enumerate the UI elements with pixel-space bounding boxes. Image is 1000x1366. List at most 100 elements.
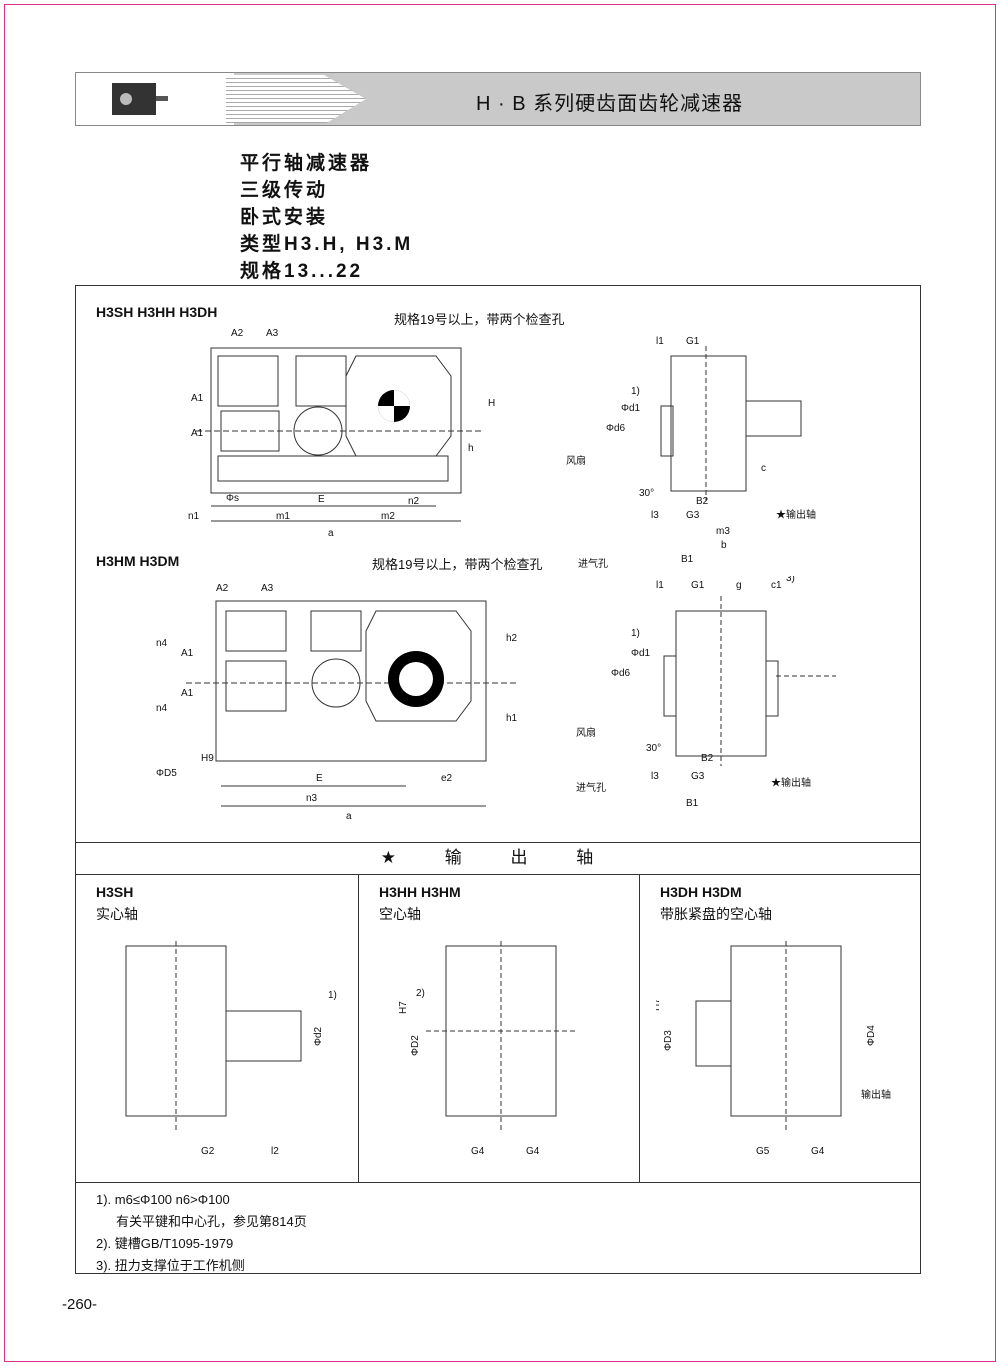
divider xyxy=(76,842,920,843)
dim-G3: G3 xyxy=(691,771,705,782)
dim-h1: h1 xyxy=(506,713,518,724)
dim-m2: m2 xyxy=(381,511,395,522)
footnote-ref: 2) xyxy=(416,988,425,999)
footnote: 1). m6≤Φ100 n6>Φ100 xyxy=(96,1192,230,1207)
spec-item: 平行轴减速器 xyxy=(240,153,373,174)
footnote-ref: 1) xyxy=(631,628,640,639)
dim-A3: A3 xyxy=(266,328,279,339)
footnote: 3). 扭力支撑位于工作机侧 xyxy=(96,1258,245,1273)
dim-G1: G1 xyxy=(691,580,705,591)
dim-m3: m3 xyxy=(716,526,730,537)
col2-sub: 空心轴 xyxy=(379,906,421,922)
dim-a: a xyxy=(328,528,334,539)
dim-E: E xyxy=(316,773,323,784)
dim-l2: l2 xyxy=(271,1146,279,1157)
footnote-ref: 3) xyxy=(786,576,795,584)
col2-label: H3HH H3HM xyxy=(379,884,461,900)
dim-n4: n4 xyxy=(156,638,168,649)
dim-n1: n1 xyxy=(188,511,200,522)
dim-tol-H9: H9 xyxy=(201,753,214,764)
dim-B1: B1 xyxy=(686,798,699,809)
divider xyxy=(76,874,920,875)
dim-b: b xyxy=(721,540,727,551)
dim-e2: e2 xyxy=(441,773,453,784)
output-shaft-label: ★输出轴 xyxy=(776,508,816,521)
solid-shaft-drawing: Φd2 1) G2 l2 xyxy=(125,941,337,1157)
dim-phi-d2: Φd2 xyxy=(313,1026,324,1046)
spec-item: 类型H3.H, H3.M xyxy=(240,234,414,255)
gearbox-thumbnail xyxy=(112,83,168,115)
output-shaft-label: ★输出轴 xyxy=(771,776,811,789)
divider xyxy=(76,1182,920,1183)
dim-phi-d1: Φd1 xyxy=(631,648,651,659)
dim-G5: G5 xyxy=(756,1146,770,1157)
dim-E: E xyxy=(318,494,325,505)
dim-g: g xyxy=(736,580,742,591)
dim-phi-d6: Φd6 xyxy=(606,423,626,434)
dim-A1: A1 xyxy=(181,648,194,659)
dim-n2: n2 xyxy=(408,496,420,507)
footnote: 有关平键和中心孔，参见第814页 xyxy=(116,1214,307,1229)
col1-label: H3SH xyxy=(96,884,134,900)
dim-phi-D2: ΦD2 xyxy=(410,1035,421,1056)
output-shaft-callout: 输出轴 xyxy=(861,1088,891,1101)
dim-A1: A1 xyxy=(181,688,194,699)
dim-phi-D3: ΦD3 xyxy=(663,1030,674,1051)
mid-left-label: H3HM H3DM xyxy=(96,553,180,569)
dim-B2: B2 xyxy=(696,496,709,507)
footnotes: 1). m6≤Φ100 n6>Φ100 有关平键和中心孔，参见第814页 2).… xyxy=(96,1189,307,1277)
fan-label: 风扇 xyxy=(576,726,596,739)
dim-B2: B2 xyxy=(701,753,714,764)
dim-A2: A2 xyxy=(231,328,244,339)
dim-phi-d6: Φd6 xyxy=(611,668,631,679)
shrink-disc-shaft-drawing: ΦD3 H7 ΦD4 G5 G4 输出轴 xyxy=(656,941,891,1157)
dim-G4: G4 xyxy=(526,1146,540,1157)
dim-h2: h2 xyxy=(506,633,518,644)
mid-right-drawing: l1 G1 g c1 3) Φd1 Φd6 1) 30° B2 l3 G3 B1… xyxy=(576,576,836,809)
footnote-ref: 1) xyxy=(631,386,640,397)
col1-sub: 实心轴 xyxy=(96,906,138,922)
dim-B1: B1 xyxy=(681,554,694,565)
dim-phi-d1: Φd1 xyxy=(621,403,641,414)
footnote-ref: 1) xyxy=(328,990,337,1001)
page-number: -260- xyxy=(62,1296,98,1313)
top-left-label: H3SH H3HH H3DH xyxy=(96,304,218,320)
col3-label: H3DH H3DM xyxy=(660,884,742,900)
drawing-sheet: H3SH H3HH H3DH 规格19号以上，带两个检查孔 A2 A3 A1 A… xyxy=(75,285,921,1274)
dim-A1: A1 xyxy=(191,428,204,439)
header-title: H · B 系列硬齿面齿轮减速器 xyxy=(476,93,744,115)
output-section-title: ★ 输 出 轴 xyxy=(380,848,616,867)
divider xyxy=(639,874,640,1182)
dim-l3: l3 xyxy=(651,771,659,782)
dim-angle: 30° xyxy=(646,743,661,754)
top-right-drawing: l1 G1 Φd6 Φd1 1) c 30° B2 l3 G3 m3 b B1 … xyxy=(566,336,816,570)
footnote: 2). 键槽GB/T1095-1979 xyxy=(96,1236,234,1251)
dim-G1: G1 xyxy=(686,336,700,347)
dim-n3: n3 xyxy=(306,793,318,804)
spec-item: 三级传动 xyxy=(240,180,329,201)
dim-tol-H7: H7 xyxy=(398,1001,409,1014)
dim-H: H xyxy=(488,398,495,409)
dim-l1: l1 xyxy=(656,580,664,591)
dim-c: c xyxy=(761,463,766,474)
top-left-drawing: A2 A3 A1 A1 H h Φs E n2 n1 m1 m2 a xyxy=(188,328,495,539)
spec-list: 平行轴减速器 三级传动 卧式安装 类型H3.H, H3.M 规格13...22 xyxy=(240,150,413,285)
dim-G2: G2 xyxy=(201,1146,215,1157)
dim-angle: 30° xyxy=(639,488,654,499)
dim-phi-D5: ΦD5 xyxy=(156,768,177,779)
spec-item: 规格13...22 xyxy=(240,261,364,282)
dim-n4: n4 xyxy=(156,703,168,714)
mid-left-note: 规格19号以上，带两个检查孔 xyxy=(372,557,543,572)
col3-sub: 带胀紧盘的空心轴 xyxy=(660,906,772,922)
hollow-shaft-drawing: ΦD2 H7 2) G4 G4 xyxy=(398,941,576,1157)
dim-A1: A1 xyxy=(191,393,204,404)
air-inlet-label: 进气孔 xyxy=(578,557,608,570)
dim-tol-H7: H7 xyxy=(656,998,662,1011)
dim-l3: l3 xyxy=(651,510,659,521)
dim-A3: A3 xyxy=(261,583,274,594)
fan-label: 风扇 xyxy=(566,454,586,467)
header-banner: H · B 系列硬齿面齿轮减速器 xyxy=(75,72,921,126)
dim-l1: l1 xyxy=(656,336,664,347)
dim-m1: m1 xyxy=(276,511,290,522)
page-border xyxy=(4,4,996,1362)
